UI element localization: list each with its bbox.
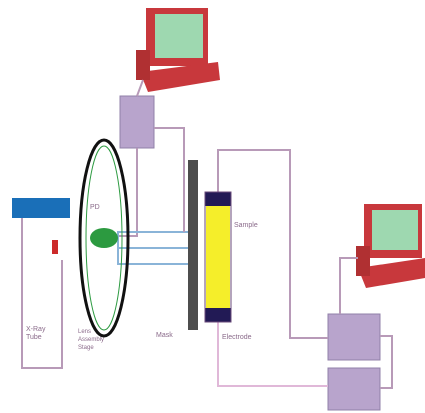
control-box-top xyxy=(119,95,155,149)
control-box-right-lower xyxy=(327,367,381,411)
label-lens-bottom: Lens Assembly Stage xyxy=(78,329,105,351)
lens-green-core xyxy=(90,228,118,248)
control-box-right-upper xyxy=(327,313,381,361)
computer-top-icon xyxy=(136,8,220,92)
sample-yellow xyxy=(206,206,230,308)
electrode-top xyxy=(205,192,231,206)
xray-tube-window xyxy=(52,240,58,254)
electrode-bottom xyxy=(205,308,231,322)
lens-inner-ring xyxy=(85,145,123,331)
wire-tube-stand xyxy=(21,218,63,369)
plate xyxy=(188,160,198,330)
monitor-right-screen xyxy=(372,210,418,250)
wire-sample-to-right-upper xyxy=(217,149,328,339)
xray-tube xyxy=(12,198,70,218)
wire-right-box-link xyxy=(380,335,393,389)
wire-top-to-lens xyxy=(118,148,138,237)
wire-computer-to-box xyxy=(136,79,144,97)
label-electrode: Electrode xyxy=(222,334,252,341)
label-sample: Sample xyxy=(234,222,258,229)
monitor-top-stand xyxy=(136,50,150,80)
wire-top-box-right xyxy=(154,127,185,232)
label-plate: Mask xyxy=(156,332,173,339)
label-lens-top: PD xyxy=(90,204,100,211)
keyboard-right xyxy=(358,258,425,288)
monitor-top-screen xyxy=(155,14,203,58)
lens-outer-ring xyxy=(78,138,130,338)
wire-sample-to-right-lower xyxy=(217,320,328,387)
keyboard-top xyxy=(140,62,220,92)
computer-right-icon xyxy=(356,204,425,288)
monitor-right-stand xyxy=(356,246,370,276)
wire-right-boxes-to-computer xyxy=(339,257,358,314)
label-xray-tube: X-Ray Tube xyxy=(26,326,46,341)
sample-outline xyxy=(204,191,232,323)
